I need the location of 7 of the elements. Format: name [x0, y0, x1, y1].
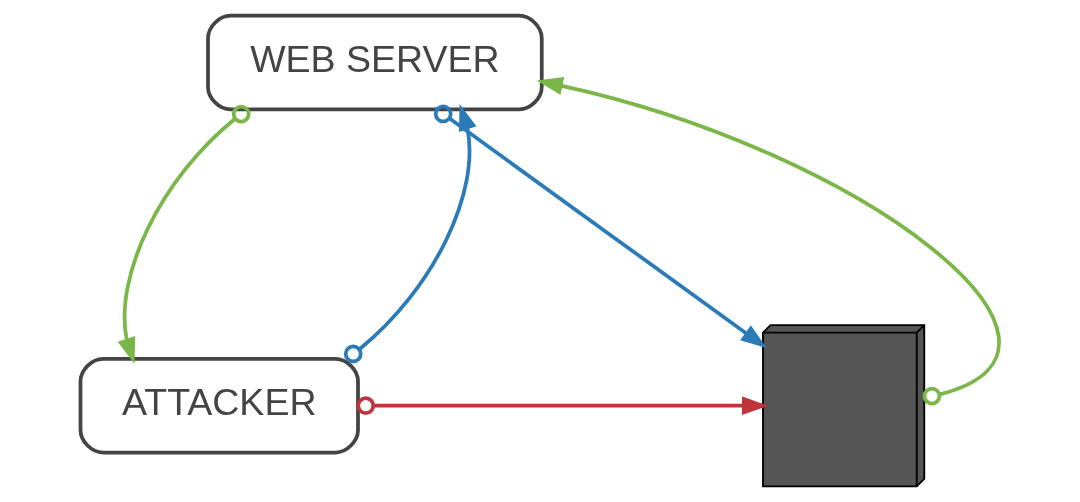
node-box: ATTACKER	[78, 356, 360, 455]
arrow	[356, 396, 769, 416]
arrow	[433, 104, 767, 349]
arrow	[117, 104, 251, 364]
arrow	[343, 104, 477, 364]
node-box: WEB SERVER	[206, 13, 544, 112]
arrow	[536, 76, 1001, 406]
